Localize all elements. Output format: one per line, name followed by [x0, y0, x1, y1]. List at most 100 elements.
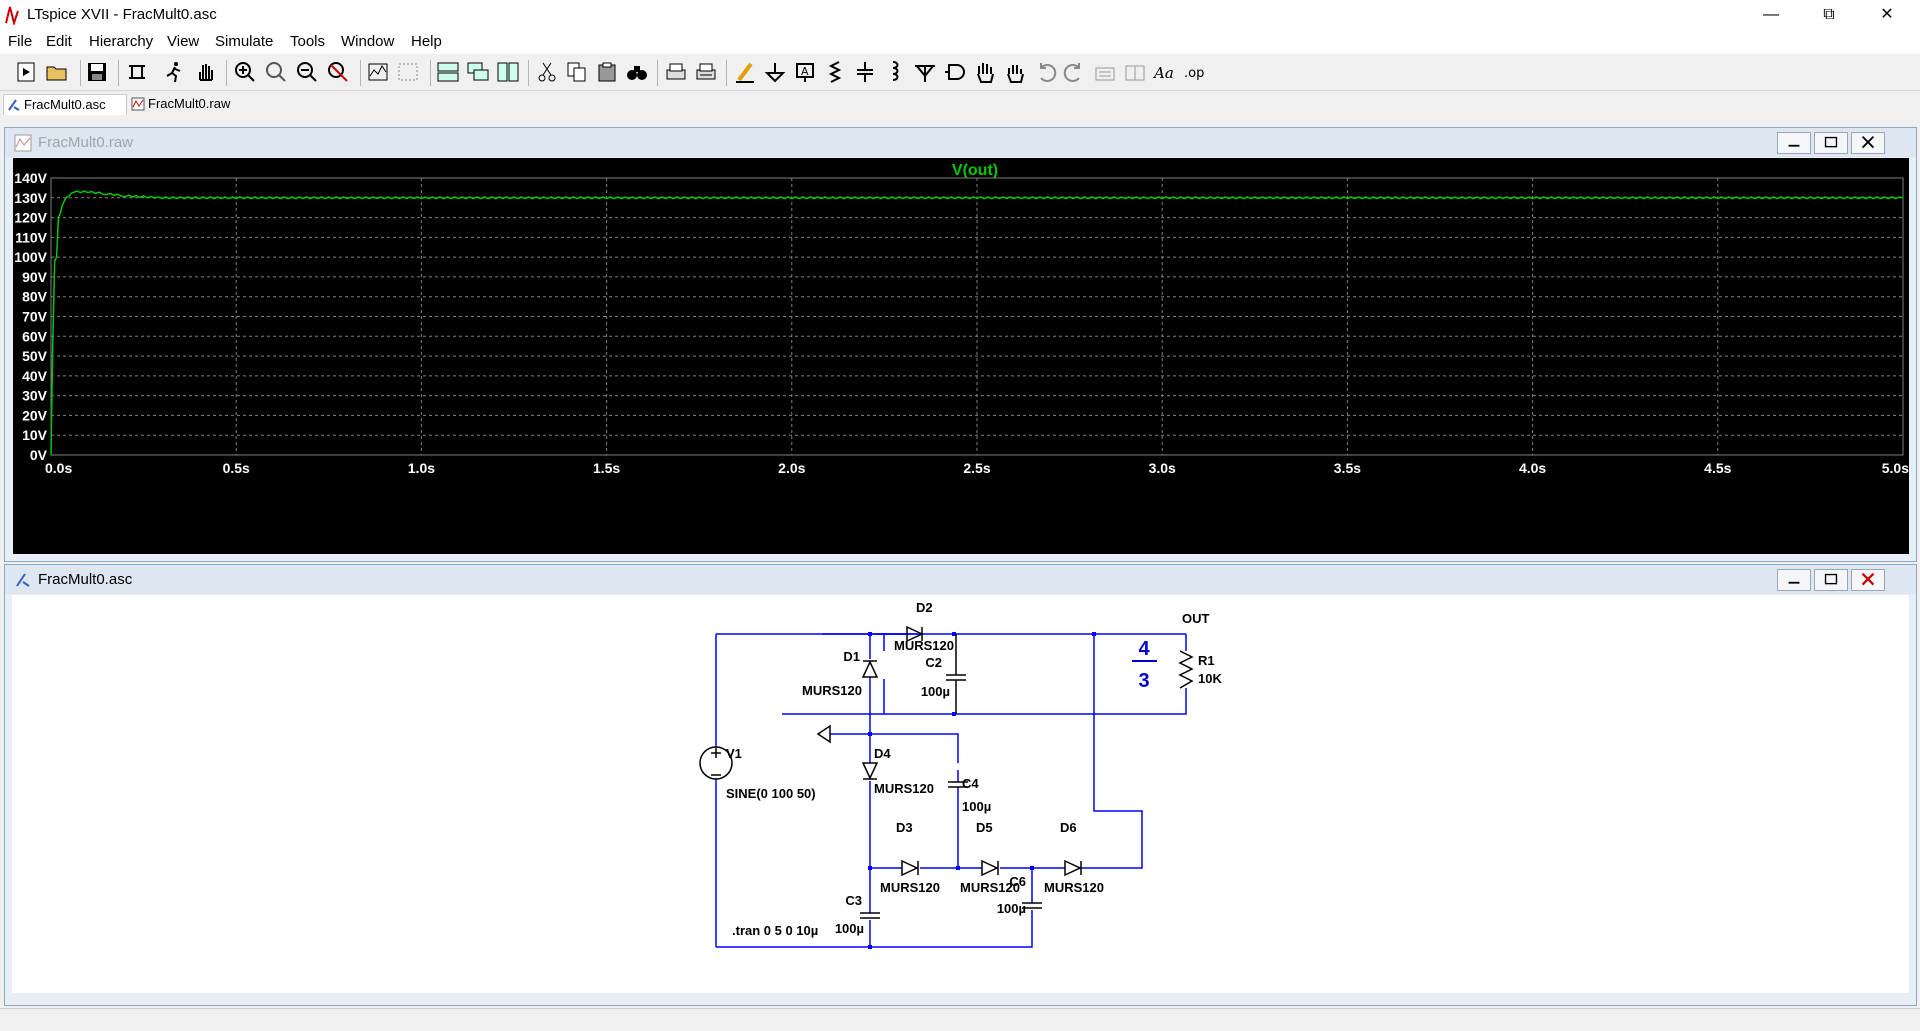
open-folder-icon[interactable] — [45, 60, 69, 84]
tile-horizontal-icon[interactable] — [436, 60, 460, 84]
restore-button[interactable]: ⧉ — [1823, 6, 1835, 23]
schematic-icon — [16, 573, 30, 587]
r1-value-label: 10K — [1198, 671, 1222, 686]
x-tick-label: 1.0s — [408, 460, 435, 476]
minimize-button[interactable]: — — [1763, 6, 1779, 23]
redo-icon[interactable] — [1063, 60, 1087, 84]
y-tick-label: 90V — [22, 269, 48, 285]
find-binoculars-icon[interactable] — [625, 60, 649, 84]
d2-model-label: MURS120 — [894, 638, 954, 653]
x-tick-label: 4.0s — [1519, 460, 1546, 476]
menu-file[interactable]: File — [8, 33, 33, 50]
paste-icon[interactable] — [595, 60, 619, 84]
x-tick-label: 3.5s — [1334, 460, 1361, 476]
control-panel-icon[interactable] — [125, 60, 149, 84]
waveform-window-title: FracMult0.raw — [38, 134, 134, 151]
schematic-window-title: FracMult0.asc — [38, 571, 133, 588]
undo-icon[interactable] — [1033, 60, 1057, 84]
menu-simulate[interactable]: Simulate — [215, 33, 274, 50]
d1-model-label: MURS120 — [802, 683, 862, 698]
schematic-minimize-button[interactable] — [1777, 569, 1811, 591]
save-icon[interactable] — [85, 60, 109, 84]
waveform-chart: V(out) 140V130V120V110V100V90V80V70V60V5… — [14, 162, 1909, 476]
capacitor-c6-symbol — [1022, 902, 1042, 909]
d2-label: D2 — [916, 600, 933, 615]
document-tabs: FracMult0.asc FracMult0.raw — [0, 92, 1920, 116]
menu-view[interactable]: View — [167, 33, 200, 50]
cascade-icon[interactable] — [466, 60, 490, 84]
text-icon[interactable]: Aa — [1152, 60, 1177, 84]
out-label: OUT — [1182, 611, 1210, 626]
svg-text:A: A — [801, 65, 809, 78]
component-labels: D2 MURS120 OUT R1 10K C2 100µ D1 MURS120… — [726, 600, 1222, 938]
plot-settings-icon[interactable] — [396, 60, 420, 84]
y-tick-label: 0V — [30, 447, 48, 463]
zoom-fit-icon[interactable] — [326, 60, 350, 84]
fraction-numerator: 4 — [1138, 638, 1150, 660]
d3-label: D3 — [896, 820, 913, 835]
zoom-in-icon[interactable] — [233, 60, 257, 84]
cut-icon[interactable] — [535, 60, 559, 84]
component-icon[interactable] — [943, 60, 967, 84]
c2-value-label: 100µ — [921, 684, 950, 699]
print-preview-icon[interactable] — [694, 60, 718, 84]
new-schematic-icon[interactable] — [14, 60, 38, 84]
zoom-out-icon[interactable] — [295, 60, 319, 84]
menu-window[interactable]: Window — [341, 33, 395, 50]
pan-hand-icon[interactable] — [193, 60, 217, 84]
run-icon[interactable] — [162, 60, 186, 84]
ltspice-app-icon — [5, 6, 19, 25]
x-tick-label: 0.5s — [223, 460, 250, 476]
waveform-maximize-button[interactable] — [1814, 132, 1848, 154]
move-hand-icon[interactable] — [973, 60, 997, 84]
tab-waveform[interactable]: FracMult0.raw — [128, 94, 254, 114]
mirror-icon[interactable] — [1123, 60, 1147, 84]
c3-label: C3 — [845, 893, 862, 908]
v1-label: V1 — [726, 746, 742, 761]
c3-value-label: 100µ — [835, 921, 864, 936]
v1-value-label: SINE(0 100 50) — [726, 786, 816, 801]
c2-label: C2 — [925, 655, 942, 670]
fraction-annotation: 4 3 — [1132, 638, 1157, 692]
print-icon[interactable] — [664, 60, 688, 84]
waveform-icon — [131, 97, 145, 111]
waveform-minimize-button[interactable] — [1777, 132, 1811, 154]
zoom-back-icon[interactable] — [264, 60, 288, 84]
menu-bar: File Edit Hierarchy View Simulate Tools … — [0, 30, 1920, 54]
rotate-icon[interactable] — [1093, 60, 1117, 84]
resistor-icon[interactable] — [823, 60, 847, 84]
c4-value-label: 100µ — [962, 799, 991, 814]
menu-tools[interactable]: Tools — [290, 33, 326, 50]
autorange-icon[interactable] — [366, 60, 390, 84]
c4-label: C4 — [962, 776, 979, 791]
schematic-canvas[interactable]: 4 3 D2 MURS120 OUT R1 10K C2 100µ D1 MUR… — [12, 595, 1909, 993]
close-button[interactable]: ✕ — [1880, 6, 1894, 23]
inductor-icon[interactable] — [883, 60, 907, 84]
schematic-close-button[interactable] — [1851, 569, 1885, 591]
tab-schematic[interactable]: FracMult0.asc — [3, 94, 127, 115]
draw-wire-icon[interactable] — [733, 60, 757, 84]
diode-d1-symbol — [861, 660, 879, 678]
diode-icon[interactable] — [913, 60, 937, 84]
d6-model-label: MURS120 — [1044, 880, 1104, 895]
tile-vertical-icon[interactable] — [496, 60, 520, 84]
label-net-icon[interactable]: A — [793, 60, 817, 84]
d4-model-label: MURS120 — [874, 781, 934, 796]
diode-d6-symbol — [1064, 859, 1082, 877]
copy-icon[interactable] — [565, 60, 589, 84]
diode-d4-symbol — [861, 762, 879, 780]
spice-directive-icon[interactable]: .op — [1183, 60, 1207, 84]
x-tick-label: 4.5s — [1704, 460, 1731, 476]
menu-help[interactable]: Help — [411, 33, 442, 50]
diode-d3-symbol — [901, 859, 919, 877]
capacitor-icon[interactable] — [853, 60, 877, 84]
ground-icon[interactable] — [763, 60, 787, 84]
waveform-close-button[interactable] — [1851, 132, 1885, 154]
drag-hand-icon[interactable] — [1003, 60, 1027, 84]
menu-hierarchy[interactable]: Hierarchy — [89, 33, 154, 50]
schematic-maximize-button[interactable] — [1814, 569, 1848, 591]
menu-edit[interactable]: Edit — [46, 33, 72, 50]
y-tick-label: 30V — [22, 388, 48, 404]
diode-d5-symbol — [981, 859, 999, 877]
